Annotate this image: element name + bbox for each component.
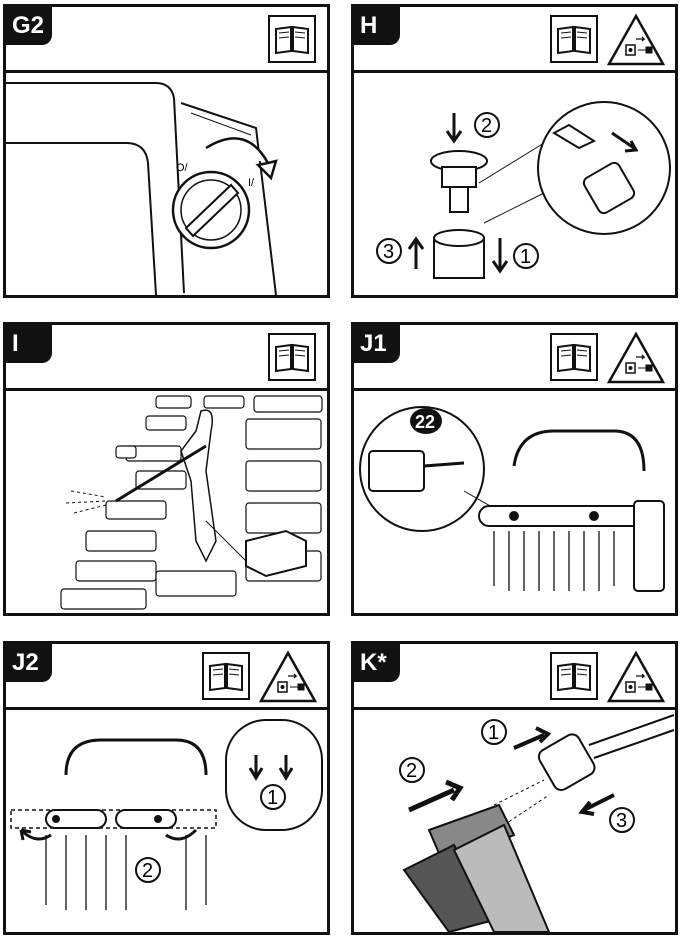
- illustration-nozzle: 2 3 1: [354, 73, 675, 295]
- step-number: 2: [481, 115, 492, 137]
- illustration-cleaning: [6, 391, 327, 613]
- step-number: 2: [406, 760, 417, 782]
- panel-header: G2: [6, 7, 327, 73]
- unplug-warning-icon: [606, 331, 666, 385]
- panel-h: H 2 3 1: [351, 4, 678, 298]
- unplug-warning-icon: [258, 650, 318, 704]
- unplug-warning-icon: [606, 13, 666, 67]
- manual-book-icon: [268, 333, 316, 381]
- step-number: 3: [616, 810, 627, 832]
- manual-book-icon: [202, 652, 250, 700]
- panel-j2: J2 2: [3, 641, 330, 935]
- illustration-handle: 22: [354, 391, 675, 613]
- step-number: 1: [520, 246, 531, 268]
- panel-label: J1: [354, 325, 400, 363]
- step-number: 2: [142, 860, 153, 882]
- unplug-warning-icon: [606, 650, 666, 704]
- illustration-dial: O/ I/: [6, 73, 327, 295]
- callout-number: 22: [415, 412, 435, 432]
- step-number: 3: [383, 241, 394, 263]
- panel-label: H: [354, 7, 400, 45]
- panel-header: H: [354, 7, 675, 73]
- illustration-handle-fold: 2 1: [6, 710, 327, 932]
- panel-g2: G2 O/ I/: [3, 4, 330, 298]
- panel-label: J2: [6, 644, 52, 682]
- panel-header: K*: [354, 644, 675, 710]
- on-symbol: I/: [248, 177, 255, 189]
- step-number: 1: [267, 787, 278, 809]
- manual-book-icon: [268, 15, 316, 63]
- panel-header: I: [6, 325, 327, 391]
- manual-book-icon: [550, 15, 598, 63]
- manual-book-icon: [550, 652, 598, 700]
- step-number: 1: [488, 722, 499, 744]
- manual-book-icon: [550, 333, 598, 381]
- off-symbol: O/: [176, 162, 189, 174]
- panel-k: K* 1 2 3: [351, 641, 678, 935]
- panel-label: G2: [6, 7, 52, 45]
- panel-j1: J1 22: [351, 322, 678, 616]
- panel-label: I: [6, 325, 52, 363]
- panel-label: K*: [354, 644, 400, 682]
- panel-header: J1: [354, 325, 675, 391]
- panel-i: I: [3, 322, 330, 616]
- illustration-foam-bottle: 1 2 3: [354, 710, 675, 932]
- panel-header: J2: [6, 644, 327, 710]
